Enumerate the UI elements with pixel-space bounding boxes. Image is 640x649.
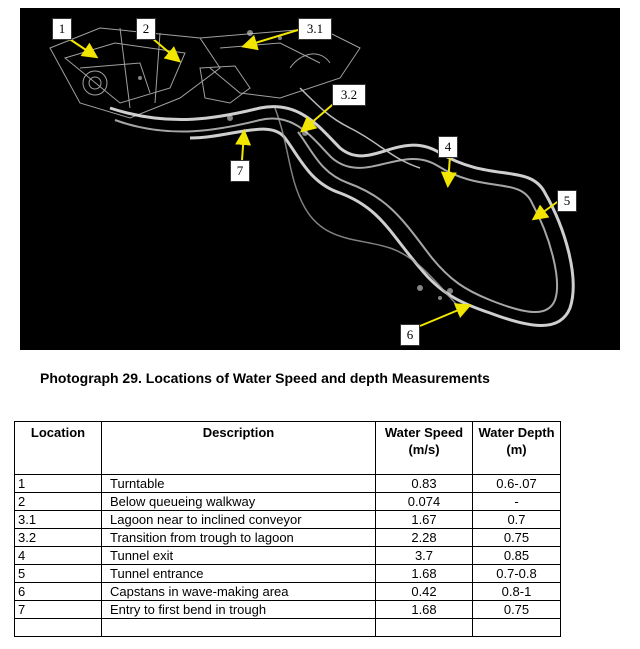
column-header-location: Location: [14, 421, 102, 475]
cell-water-speed: 1.67: [375, 510, 473, 529]
cell-description: Entry to first bend in trough: [101, 600, 376, 619]
cell-description: Lagoon near to inclined conveyor: [101, 510, 376, 529]
photograph-caption: Photograph 29. Locations of Water Speed …: [40, 370, 490, 386]
cell-water-speed: 2.28: [375, 528, 473, 547]
location-marker-1: 1: [52, 18, 72, 40]
cell-description: Tunnel entrance: [101, 564, 376, 583]
measurements-table: Location Description Water Speed (m/s) W…: [14, 421, 561, 637]
cell-location: 1: [14, 474, 102, 493]
cell-water-speed: 0.83: [375, 474, 473, 493]
cell-water-depth: [472, 618, 561, 637]
cell-water-depth: 0.7-0.8: [472, 564, 561, 583]
ride-layout-drawing: [49, 27, 575, 327]
cell-water-depth: 0.6-.07: [472, 474, 561, 493]
cell-description: Below queueing walkway: [101, 492, 376, 511]
cell-water-depth: 0.8-1: [472, 582, 561, 601]
cell-water-depth: 0.7: [472, 510, 561, 529]
location-marker-3-2: 3.2: [332, 84, 366, 106]
location-marker-2: 2: [136, 18, 156, 40]
cell-water-depth: 0.85: [472, 546, 561, 565]
cell-water-speed: [375, 618, 473, 637]
column-header-water-depth: Water Depth (m): [472, 421, 561, 475]
cell-location: [14, 618, 102, 637]
column-header-description: Description: [101, 421, 376, 475]
marker-arrows: [67, 29, 561, 327]
cell-description: Tunnel exit: [101, 546, 376, 565]
cell-location: 7: [14, 600, 102, 619]
cell-water-depth: 0.75: [472, 600, 561, 619]
location-marker-3-1: 3.1: [298, 18, 332, 40]
cell-description: Capstans in wave-making area: [101, 582, 376, 601]
location-marker-7: 7: [230, 160, 250, 182]
cell-location: 3.2: [14, 528, 102, 547]
cell-location: 6: [14, 582, 102, 601]
location-marker-6: 6: [400, 324, 420, 346]
cell-location: 4: [14, 546, 102, 565]
cell-description: [101, 618, 376, 637]
cell-description: Turntable: [101, 474, 376, 493]
cell-water-speed: 3.7: [375, 546, 473, 565]
location-marker-4: 4: [438, 136, 458, 158]
cell-location: 2: [14, 492, 102, 511]
cell-water-speed: 1.68: [375, 600, 473, 619]
cell-location: 3.1: [14, 510, 102, 529]
table-header-row: Location Description Water Speed (m/s) W…: [14, 421, 561, 475]
cell-water-depth: -: [472, 492, 561, 511]
station-area: [49, 27, 361, 119]
aerial-photograph: 1 2 3.1 3.2 4 5 6 7: [20, 8, 620, 350]
channel-outer: [109, 105, 575, 327]
cell-location: 5: [14, 564, 102, 583]
cell-description: Transition from trough to lagoon: [101, 528, 376, 547]
cell-water-speed: 0.42: [375, 582, 473, 601]
cell-water-speed: 0.074: [375, 492, 473, 511]
cell-water-speed: 1.68: [375, 564, 473, 583]
column-header-water-speed: Water Speed (m/s): [375, 421, 473, 475]
table-row: [14, 618, 561, 637]
location-marker-5: 5: [557, 190, 577, 212]
cell-water-depth: 0.75: [472, 528, 561, 547]
channel-inner: [114, 117, 559, 314]
